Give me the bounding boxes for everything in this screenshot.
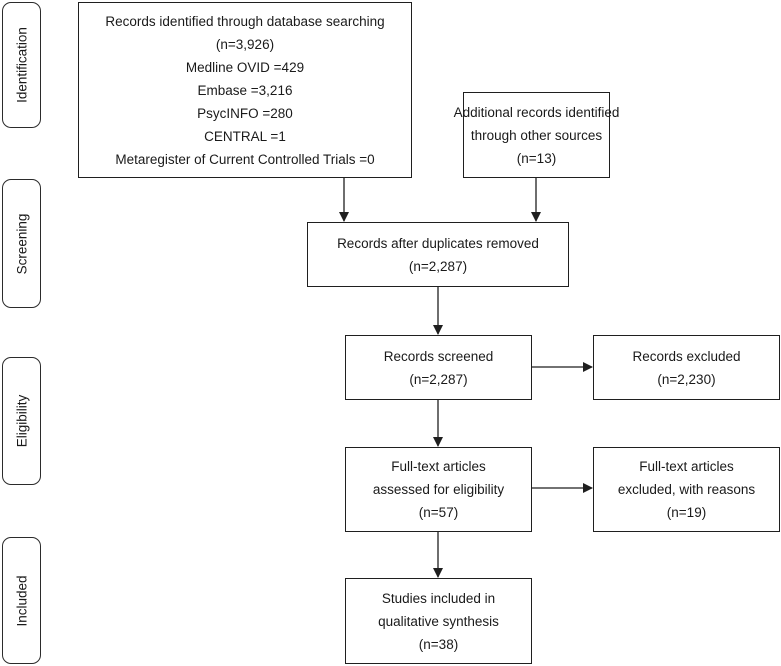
- database-search-box: Records identified through database sear…: [78, 2, 412, 178]
- records-excluded-line: (n=2,230): [657, 371, 716, 387]
- other-sources-box: Additional records identified through ot…: [454, 92, 619, 178]
- stage-included: Included: [2, 537, 41, 664]
- other-sources-line: through other sources: [470, 127, 603, 143]
- database-search-line: PsycINFO =280: [197, 105, 293, 121]
- other-sources-line: (n=13): [516, 150, 557, 166]
- duplicates-removed-box: Records after duplicates removed (n=2,28…: [307, 222, 569, 287]
- studies-included-line: Studies included in: [381, 590, 496, 606]
- database-search-line: (n=3,926): [215, 36, 275, 52]
- database-search-line: Embase =3,216: [197, 82, 293, 98]
- database-search-line: Records identified through database sear…: [105, 13, 385, 29]
- stage-eligibility: Eligibility: [2, 357, 41, 485]
- records-excluded-box: Records excluded (n=2,230): [593, 335, 780, 400]
- database-search-line: CENTRAL =1: [204, 128, 286, 144]
- stage-identification: Identification: [2, 2, 41, 128]
- records-screened-line: Records screened: [383, 348, 494, 364]
- records-excluded-line: Records excluded: [632, 348, 741, 364]
- fulltext-assessed-line: (n=57): [418, 505, 459, 520]
- studies-included-line: qualitative synthesis: [378, 613, 499, 629]
- fulltext-assessed-line: assessed for eligibility: [372, 482, 505, 497]
- records-screened-line: (n=2,287): [409, 371, 468, 387]
- duplicates-removed-line: Records after duplicates removed: [337, 235, 539, 251]
- fulltext-excluded-line: (n=19): [666, 505, 707, 520]
- stage-screening: Screening: [2, 179, 41, 308]
- database-search-line: Medline OVID =429: [185, 59, 305, 75]
- other-sources-line: Additional records identified: [453, 104, 620, 120]
- studies-included-box: Studies included in qualitative synthesi…: [345, 578, 532, 664]
- records-screened-box: Records screened (n=2,287): [345, 335, 532, 400]
- studies-included-line: (n=38): [418, 636, 459, 652]
- duplicates-removed-line: (n=2,287): [408, 258, 468, 274]
- database-search-line: Metaregister of Current Controlled Trial…: [115, 151, 375, 167]
- fulltext-assessed-box: Full-text articles assessed for eligibil…: [345, 447, 532, 532]
- fulltext-excluded-line: Full-text articles: [639, 459, 734, 474]
- fulltext-assessed-line: Full-text articles: [391, 459, 486, 474]
- fulltext-excluded-box: Full-text articles excluded, with reason…: [593, 447, 780, 532]
- fulltext-excluded-line: excluded, with reasons: [617, 482, 756, 497]
